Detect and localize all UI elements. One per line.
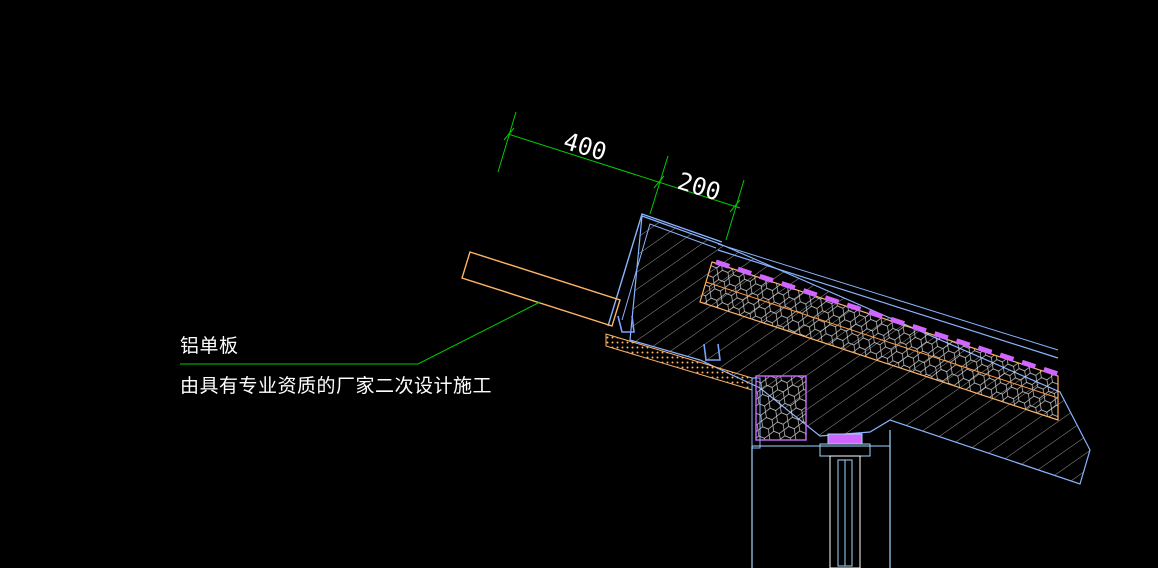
aluminum-panel [461, 251, 621, 327]
annotation-note-text: 由具有专业资质的厂家二次设计施工 [180, 375, 493, 397]
annotation-material-label: 铝单板 [180, 335, 239, 357]
dimension-200: 200 [674, 167, 724, 206]
eave-nose-outline [607, 213, 723, 327]
bracket-left [617, 315, 635, 333]
bracket-right [703, 343, 721, 361]
gutter-box [751, 375, 807, 449]
annotation-leader [180, 301, 541, 365]
window-frame [751, 430, 891, 568]
dimension-400: 400 [560, 127, 610, 166]
waterproof-membrane [715, 243, 1059, 377]
dimension-line [497, 111, 745, 241]
